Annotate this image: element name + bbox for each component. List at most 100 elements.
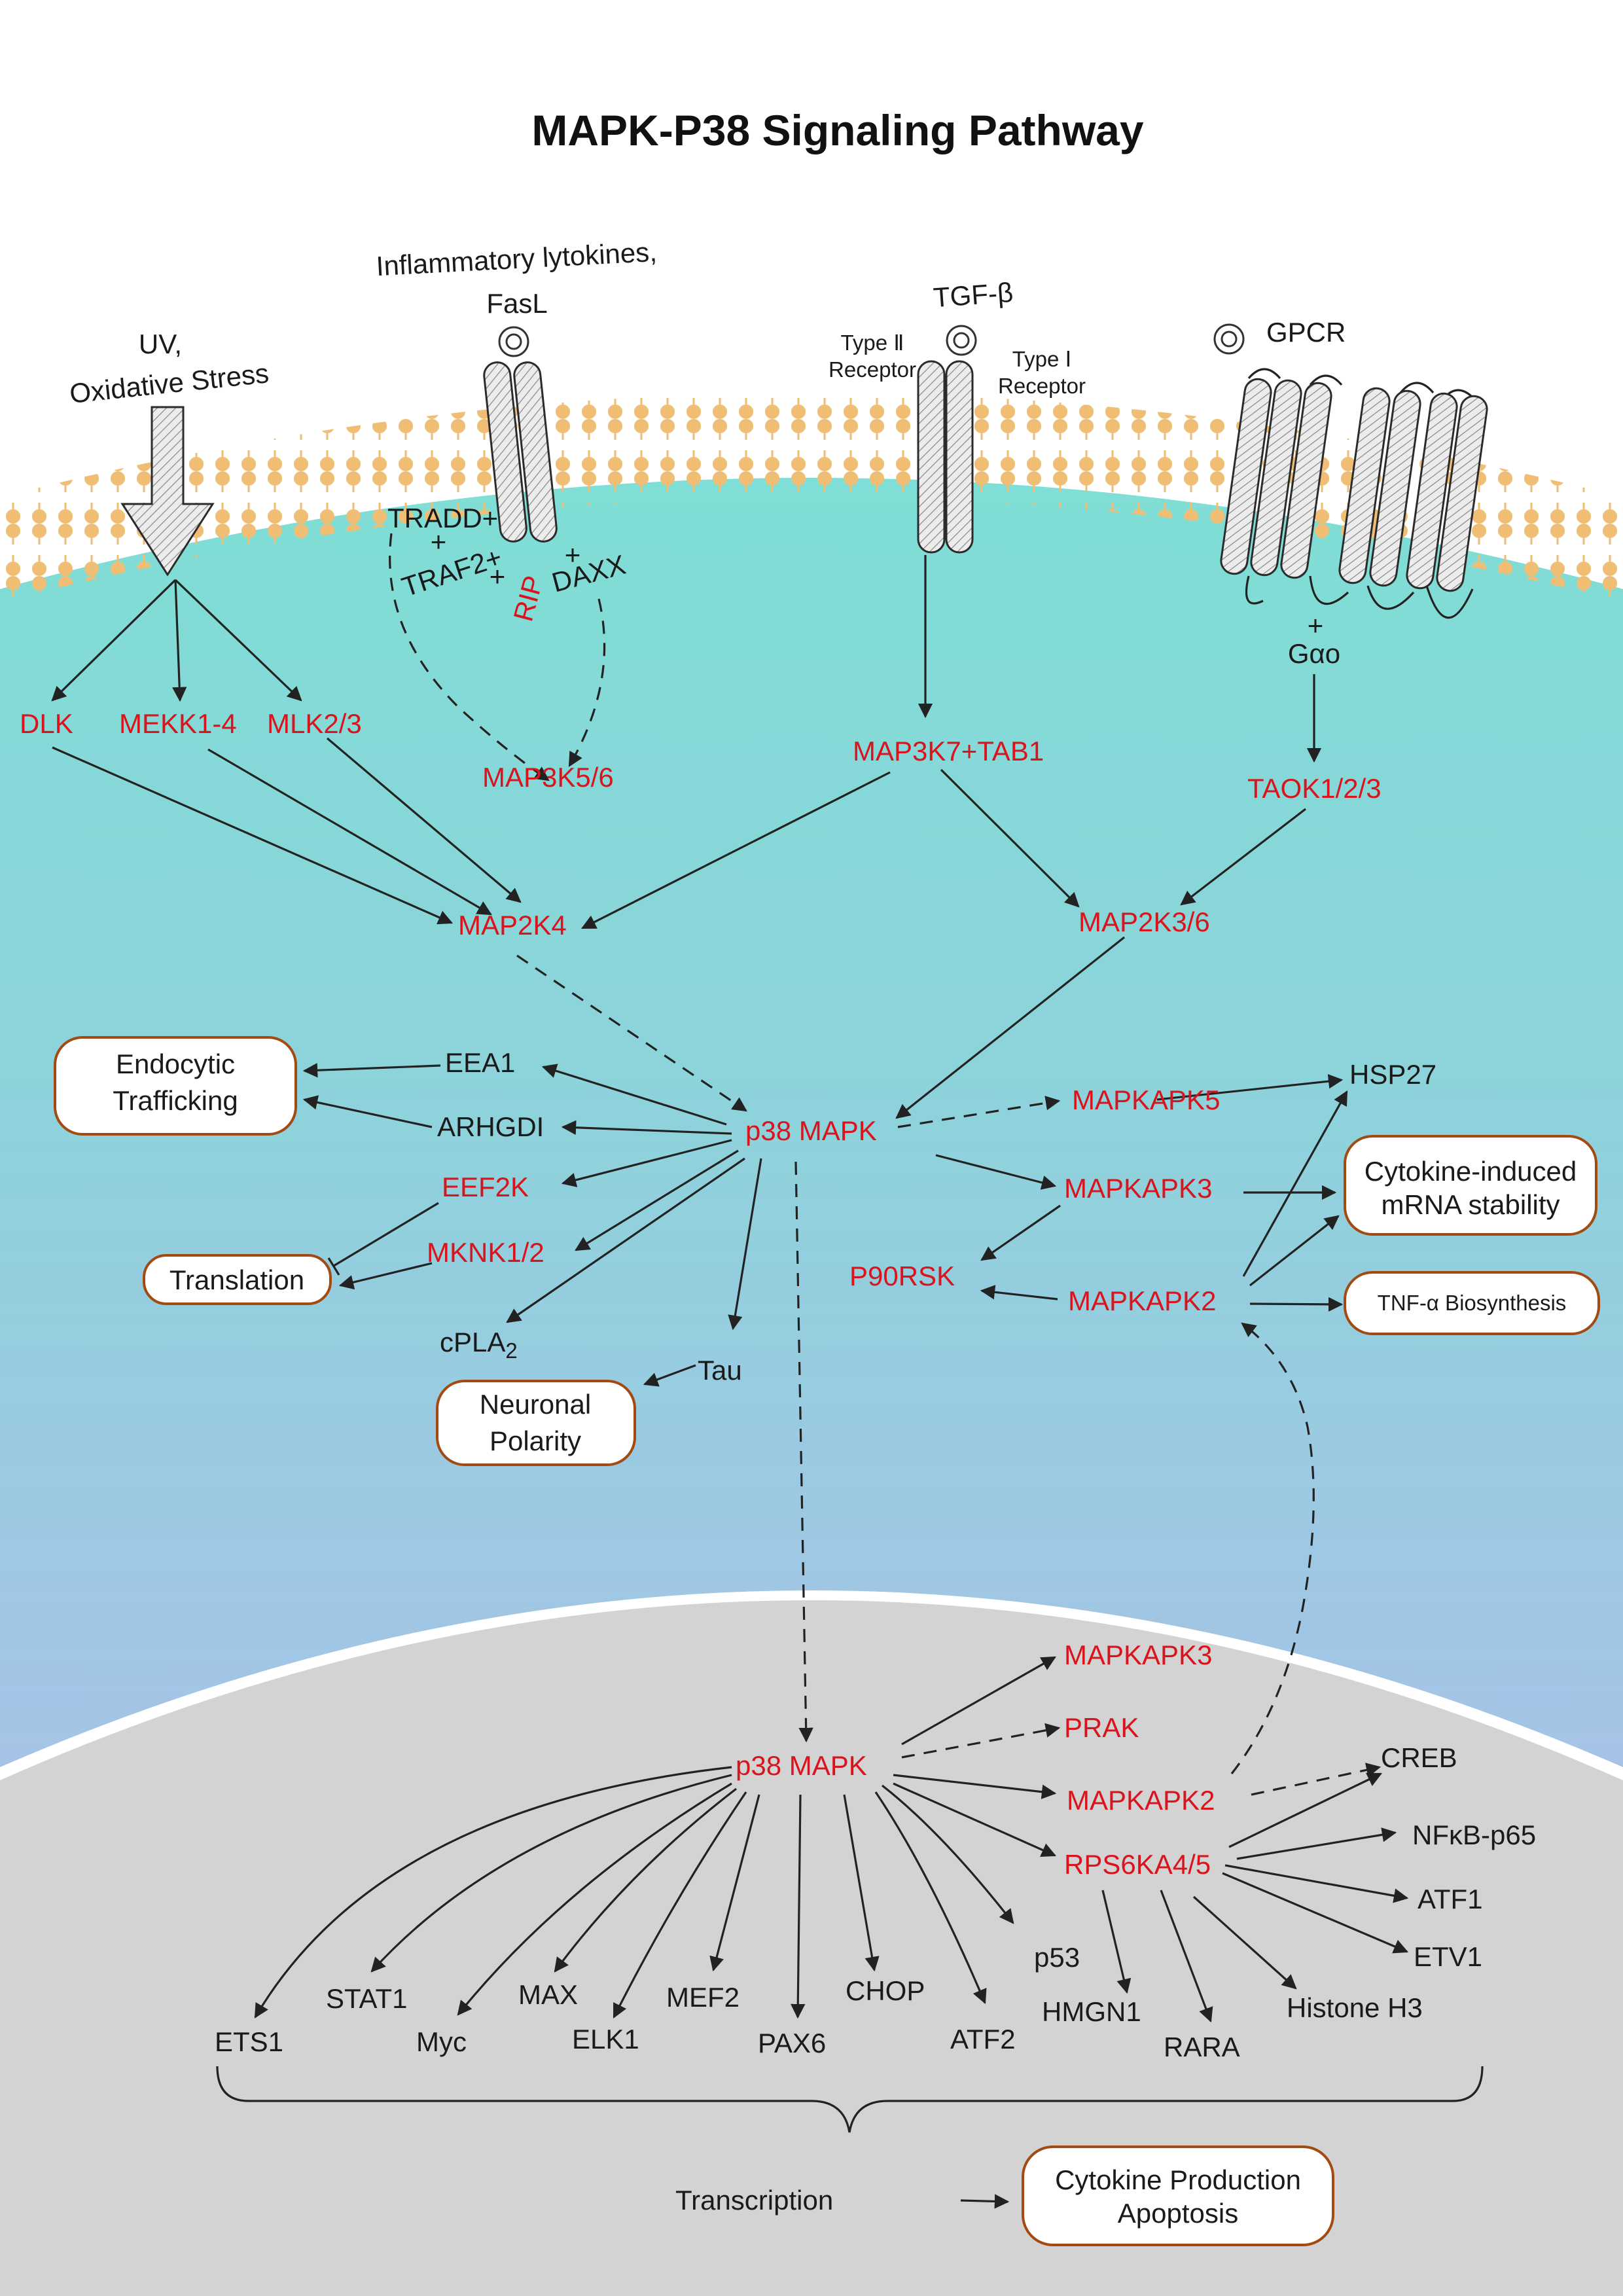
tradd-label: TRADD+	[387, 503, 498, 533]
edge-np38-prak	[901, 1723, 1061, 1759]
final-label-line2: Apoptosis	[1118, 2198, 1238, 2229]
edge-np38-rps6ka	[893, 1782, 1057, 1857]
edge-map2k4-p38	[516, 954, 747, 1112]
edge-uv-mlk	[174, 579, 302, 702]
edge-mlk-map2k4	[326, 737, 522, 903]
edge-p38-eea1	[541, 1064, 727, 1126]
node-histone: Histone H3	[1287, 1992, 1423, 2023]
node-p38-cytoplasm: p38 MAPK	[745, 1115, 877, 1146]
node-mapkapk3: MAPKAPK3	[1064, 1173, 1212, 1204]
edge-mapkapk3-p90rsk	[980, 1204, 1061, 1261]
edge-np38-mapkapk2	[893, 1774, 1057, 1799]
node-rps6ka: RPS6KA4/5	[1064, 1849, 1211, 1880]
node-eea1: EEA1	[445, 1047, 515, 1078]
edge-uv-mekk	[172, 579, 187, 702]
cytokine-label-line1: Cytokine-induced	[1364, 1156, 1577, 1187]
type2-label-line1: Type Ⅱ	[841, 331, 904, 355]
edge-rps6ka-etv1	[1222, 1872, 1409, 1954]
edge-transcription-final	[960, 2194, 1010, 2209]
nucleus-region	[0, 1600, 1623, 2296]
node-atf2: ATF2	[950, 2024, 1016, 2054]
edge-p38-eef2k	[561, 1139, 732, 1187]
edge-np38-max	[554, 1787, 737, 1973]
edge-arhgdi-endocytic	[302, 1095, 433, 1128]
ligand-icon	[946, 325, 977, 356]
edge-np38-mef2	[709, 1794, 760, 1972]
type1-label-line2: Receptor	[998, 374, 1086, 398]
edge-mknk-translation	[338, 1262, 433, 1290]
edge-rps6ka-creb	[1228, 1772, 1383, 1848]
translation-label: Translation	[169, 1265, 304, 1295]
node-mapkapk5: MAPKAPK5	[1072, 1085, 1220, 1115]
plus-label: +	[565, 539, 581, 570]
node-atf1: ATF1	[1418, 1884, 1483, 1914]
node-prak: PRAK	[1064, 1712, 1139, 1743]
endocytic-label-line2: Trafficking	[113, 1085, 238, 1116]
edge-dlk-map2k4	[52, 746, 454, 925]
node-mlk: MLK2/3	[267, 708, 362, 739]
neuronal-box: Neuronal Polarity	[436, 1380, 636, 1466]
node-map3k7: MAP3K7+TAB1	[853, 736, 1044, 766]
edge-np38-mapkapk3	[901, 1656, 1056, 1746]
edge-np38-pax6	[791, 1794, 806, 2019]
node-rara: RARA	[1164, 2032, 1240, 2062]
edge-p38-arhgdi	[561, 1120, 732, 1135]
endocytic-box: Endocytic Trafficking	[54, 1036, 297, 1136]
plus-label: +	[431, 526, 447, 557]
plasma-membrane	[0, 393, 1623, 602]
edge-tau-neuronal	[643, 1364, 696, 1387]
ligand-icon	[1213, 323, 1245, 355]
down-arrow-icon	[120, 406, 215, 577]
tnf-label: TNF-α Biosynthesis	[1378, 1291, 1567, 1315]
edge-p38-mapkapk3	[935, 1154, 1057, 1190]
node-chop: CHOP	[846, 1975, 925, 2006]
type1-label-line1: Type Ⅰ	[1012, 347, 1071, 371]
edge-map3k7-map2k4	[581, 771, 891, 929]
neuronal-label-line2: Polarity	[490, 1426, 581, 1456]
node-nuclear-mapkapk3: MAPKAPK3	[1064, 1640, 1212, 1670]
edge-mapkapk2-hsp27	[1242, 1090, 1348, 1277]
edge-tradd-map3k56	[389, 533, 550, 781]
neuronal-label-line1: Neuronal	[480, 1389, 591, 1420]
node-etv1: ETV1	[1414, 1941, 1482, 1972]
tgf-label: TGF-β	[932, 277, 1014, 313]
node-p38-nucleus: p38 MAPK	[736, 1750, 867, 1781]
edge-mekk-map2k4	[207, 748, 492, 916]
node-hmgn1: HMGN1	[1042, 1996, 1141, 2027]
edge-np38-atf2	[874, 1791, 987, 2005]
node-myc: Myc	[416, 2026, 467, 2057]
edge-taok-map2k36	[1180, 808, 1306, 906]
edge-map2k36-p38	[895, 936, 1125, 1119]
node-pax6: PAX6	[758, 2028, 826, 2058]
node-ets1: ETS1	[215, 2026, 283, 2057]
edge-np38-p53	[882, 1784, 1014, 1924]
edge-p38-tau	[728, 1158, 762, 1331]
node-p90rsk: P90RSK	[849, 1261, 955, 1291]
gpcr-label: GPCR	[1266, 317, 1346, 348]
node-max: MAX	[518, 1979, 578, 2010]
inflam-label-line1: Inflammatory lytokines,	[376, 236, 658, 281]
edge-eef2k-translation-inhibit	[333, 1202, 439, 1267]
node-taok: TAOK1/2/3	[1247, 773, 1382, 804]
edge-p38-cpla2	[506, 1157, 745, 1323]
edge-rps6ka-nfkb	[1236, 1827, 1397, 1860]
plus-label: +	[1308, 610, 1324, 641]
page-title: MAPK-P38 Signaling Pathway	[531, 106, 1143, 154]
node-nfkb: NFκB-p65	[1412, 1820, 1536, 1850]
edge-p38-mapkapk5	[897, 1096, 1061, 1128]
node-dlk: DLK	[20, 708, 73, 739]
edge-np38-stat1	[370, 1774, 732, 1973]
inflam-label-line2: FasL	[486, 288, 547, 319]
edge-p38-nuclear-p38	[794, 1161, 813, 1743]
tnf-box: TNF-α Biosynthesis	[1344, 1271, 1600, 1335]
node-map2k36: MAP2K3/6	[1079, 906, 1210, 937]
edge-np38-elk1	[613, 1791, 747, 2018]
node-eef2k: EEF2K	[442, 1172, 529, 1202]
node-p53: p53	[1034, 1942, 1080, 1973]
edge-mapkapk2-p90rsk	[980, 1285, 1058, 1300]
node-nuclear-mapkapk2: MAPKAPK2	[1067, 1785, 1215, 1816]
node-hsp27: HSP27	[1349, 1059, 1436, 1090]
galpha-label: Gαo	[1288, 638, 1340, 669]
edge-p38-mknk	[575, 1149, 739, 1251]
edge-rps6ka-atf1	[1224, 1864, 1409, 1903]
